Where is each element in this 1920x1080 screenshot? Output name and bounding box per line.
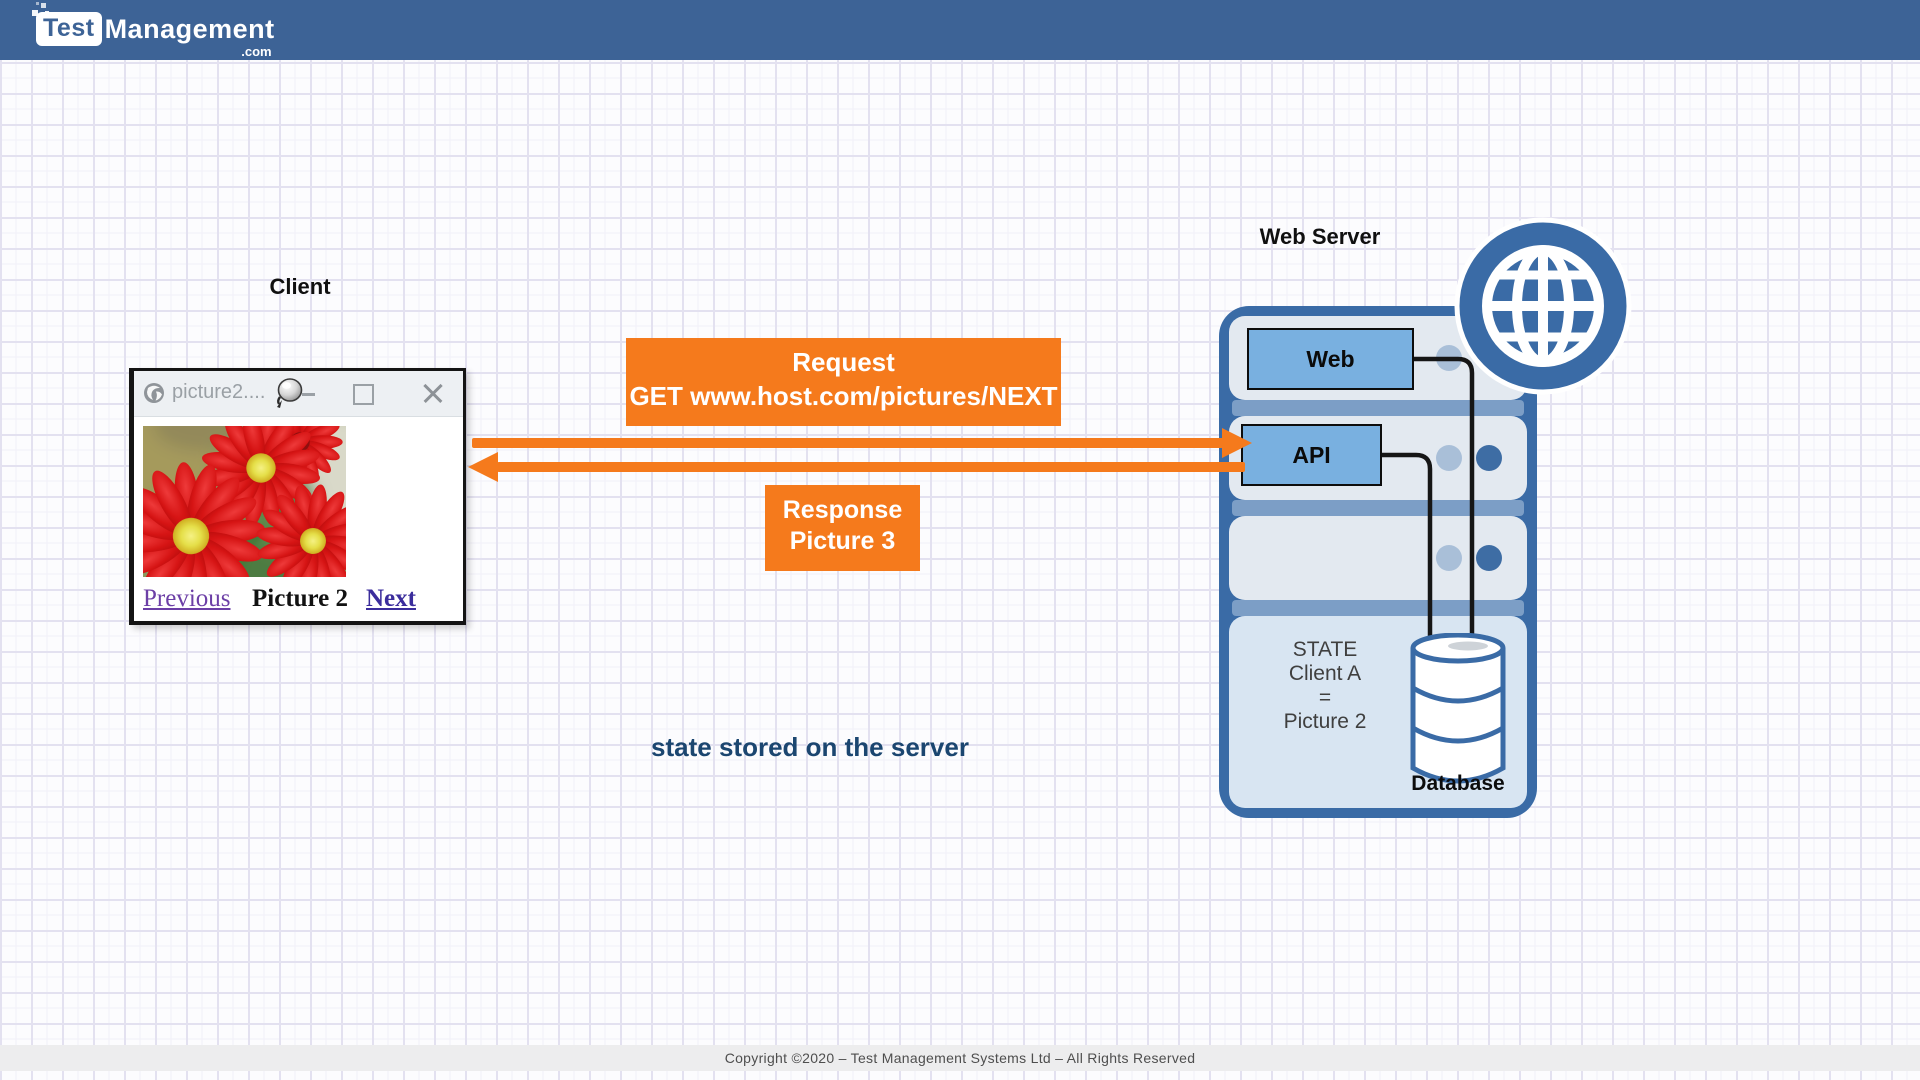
led-dark-icon <box>1476 445 1502 471</box>
current-picture-label: Picture 2 <box>252 585 349 612</box>
web-box: Web <box>1247 328 1414 390</box>
browser-content: Previous Picture 2 Next <box>134 417 463 621</box>
browser-title: picture2.... <box>172 381 266 403</box>
web-server-label: Web Server <box>1259 224 1381 249</box>
request-arrowhead-icon <box>1222 428 1252 458</box>
database-label: Database <box>1411 772 1505 795</box>
minimize-button[interactable] <box>302 393 315 396</box>
close-button[interactable] <box>422 383 444 405</box>
rack-unit-3 <box>1229 516 1527 600</box>
response-box: Response Picture 3 <box>765 485 920 571</box>
request-url: GET www.host.com/pictures/NEXT <box>629 381 1058 411</box>
maximize-button[interactable] <box>353 384 374 405</box>
state-line: STATE <box>1292 638 1358 661</box>
api-box: API <box>1241 424 1382 486</box>
browser-tab-globe-icon <box>144 383 164 403</box>
client-label: Client <box>269 274 331 299</box>
state-line: Picture 2 <box>1283 710 1367 733</box>
request-box: Request GET www.host.com/pictures/NEXT <box>626 338 1061 426</box>
flowers-image <box>143 426 346 577</box>
led-dark-icon <box>1476 545 1502 571</box>
rack-separator <box>1232 600 1524 616</box>
site-header: Test Management .com <box>0 0 1920 60</box>
state-caption: state stored on the server <box>651 732 969 762</box>
response-value: Picture 3 <box>789 527 896 555</box>
state-text: STATE Client A = Picture 2 <box>1243 638 1407 734</box>
state-line: = <box>1318 686 1332 709</box>
logo-com-text: .com <box>241 44 272 59</box>
rack-separator <box>1232 400 1524 416</box>
response-arrowhead-icon <box>468 452 498 482</box>
logo-management-text: Management <box>104 13 275 44</box>
copyright-text: Copyright ©2020 – Test Management System… <box>724 1050 1196 1066</box>
cursor-magnifier-icon <box>277 378 303 408</box>
browser-titlebar[interactable]: picture2.... <box>134 371 463 417</box>
request-title: Request <box>792 347 895 377</box>
led-light-icon <box>1436 545 1462 571</box>
browser-window: picture2.... <box>129 368 466 625</box>
connector-lines <box>1382 356 1475 652</box>
picture-nav: Previous Picture 2 Next <box>134 585 463 617</box>
logo-test-text: Test <box>36 12 102 46</box>
site-footer: Copyright ©2020 – Test Management System… <box>0 1045 1920 1071</box>
state-line: Client A <box>1288 662 1362 685</box>
previous-link[interactable]: Previous <box>143 585 231 612</box>
logo-pixel-decoration-icon <box>32 2 62 20</box>
next-link[interactable]: Next <box>366 585 416 612</box>
internet-globe-icon <box>1454 217 1632 395</box>
response-title: Response <box>782 496 903 524</box>
test-management-logo[interactable]: Test Management .com <box>32 2 275 59</box>
database-icon <box>1410 633 1506 784</box>
rack-separator <box>1232 500 1524 516</box>
led-light-icon <box>1436 445 1462 471</box>
